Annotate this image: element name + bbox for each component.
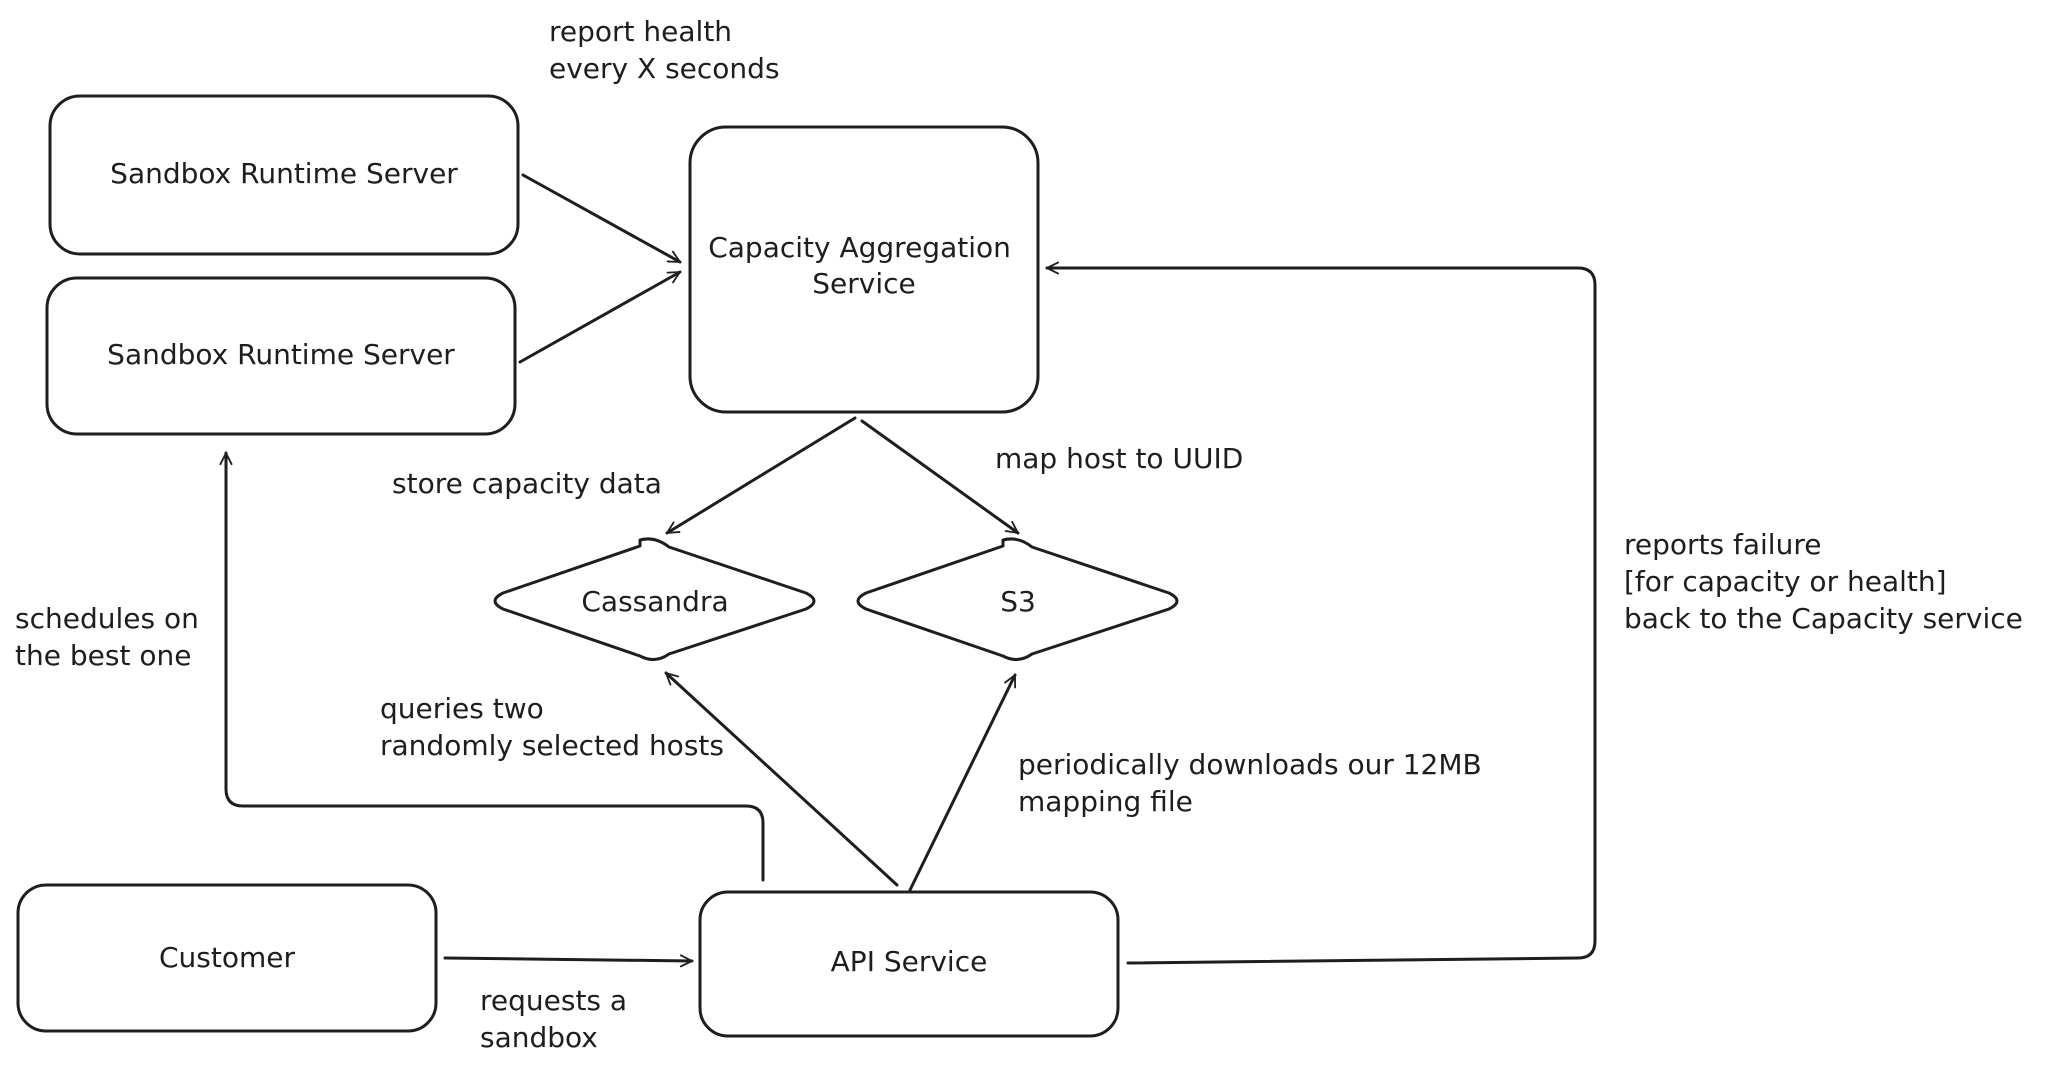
label-requests-a-sandbox: requests a sandbox bbox=[480, 984, 636, 1054]
label-schedules-on-best-one: schedules on the best one bbox=[15, 602, 208, 672]
edge-customer-to-api bbox=[443, 954, 694, 968]
node-label: Customer bbox=[159, 941, 295, 974]
label-map-host-to-uuid: map host to UUID bbox=[995, 442, 1243, 475]
label-reports-failure: reports failure [for capacity or health]… bbox=[1624, 528, 2023, 635]
node-label: Capacity Aggregation Service bbox=[708, 231, 1020, 300]
edge-capacity-to-s3 bbox=[860, 419, 1020, 535]
api-service-box: API Service bbox=[698, 890, 1120, 1038]
label-store-capacity-data: store capacity data bbox=[392, 467, 662, 500]
edge-sandbox2-to-capacity bbox=[518, 270, 682, 364]
edge-api-to-s3 bbox=[908, 673, 1017, 892]
node-label: S3 bbox=[1000, 585, 1036, 618]
node-label: Sandbox Runtime Server bbox=[107, 338, 455, 371]
edge-sandbox1-to-capacity bbox=[521, 173, 682, 264]
cassandra-datastore: Cassandra bbox=[493, 537, 816, 661]
capacity-aggregation-service-box: Capacity Aggregation Service bbox=[688, 125, 1040, 414]
edge-api-to-capacity-failure bbox=[1045, 261, 1597, 965]
node-label: API Service bbox=[831, 945, 988, 978]
node-label: Sandbox Runtime Server bbox=[110, 157, 458, 190]
label-queries-two-hosts: queries two randomly selected hosts bbox=[380, 692, 724, 762]
node-label: Cassandra bbox=[581, 585, 728, 618]
sandbox-runtime-server-box-2: Sandbox Runtime Server bbox=[45, 276, 517, 436]
label-report-health: report health every X seconds bbox=[549, 15, 780, 85]
customer-box: Customer bbox=[16, 883, 438, 1033]
sandbox-runtime-server-box-1: Sandbox Runtime Server bbox=[48, 94, 520, 256]
edge-capacity-to-cassandra bbox=[665, 416, 857, 535]
edges bbox=[219, 173, 1597, 968]
s3-datastore: S3 bbox=[856, 537, 1179, 661]
edge-api-to-sandbox2 bbox=[219, 451, 765, 882]
label-periodically-downloads: periodically downloads our 12MB mapping … bbox=[1018, 748, 1491, 818]
edge-api-to-cassandra bbox=[664, 671, 899, 887]
